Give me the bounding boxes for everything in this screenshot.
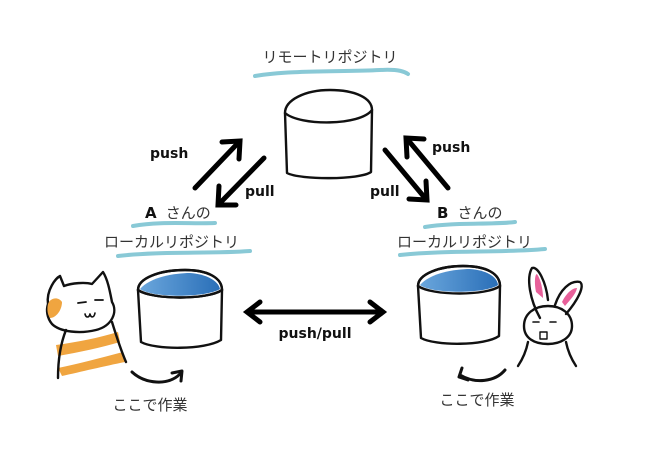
a-local-repo-cylinder [136,268,224,349]
b-owner-suffix: さんの [458,204,503,222]
remote-title-text: リモートリポジトリ [262,48,397,66]
b-work-label: ここで作業 [439,391,514,409]
b-push-arrow [403,135,451,191]
b-local-title-text: ローカルリポジトリ [397,233,532,251]
a-push-arrow [192,138,243,191]
a-pull-arrow [215,155,267,208]
svg-text:A さんの: A さんの [145,203,211,222]
svg-text:B さんの: B さんの [437,203,503,222]
a-local-title-text: ローカルリポジトリ [104,233,239,251]
a-work-curve-arrow [130,369,184,384]
b-local-repo-cylinder [416,264,502,345]
a-pull-label: pull [245,184,275,200]
push-pull-label: push/pull [279,326,352,342]
a-owner-suffix: さんの [166,204,211,222]
b-pull-arrow [382,147,430,203]
b-owner-letter: B [437,204,448,222]
a-work-label: ここで作業 [112,396,187,414]
cat-icon [45,270,128,380]
b-local-title: B さんの ローカルリポジトリ [397,203,547,257]
rabbit-icon [516,266,583,368]
remote-repo-cylinder [283,88,374,180]
b-pull-label: pull [370,184,400,200]
push-pull-double-arrow [242,299,388,325]
a-push-label: push [150,146,188,162]
b-work-curve-arrow [457,366,507,383]
b-push-label: push [432,140,470,156]
remote-repo-title: リモートリポジトリ [253,48,410,78]
remote-title-underline [253,67,410,78]
a-local-title: A さんの ローカルリポジトリ [104,203,252,258]
a-owner-letter: A [145,204,157,222]
